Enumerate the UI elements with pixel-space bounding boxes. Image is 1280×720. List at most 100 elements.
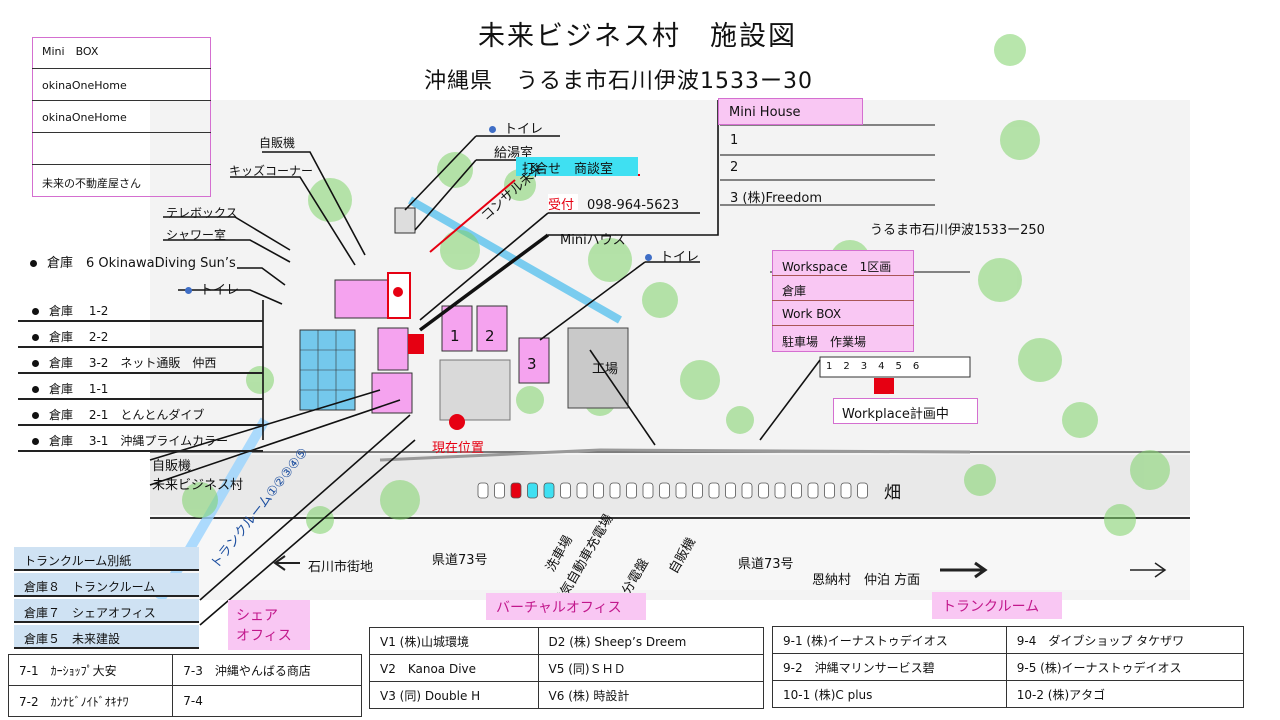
field-label: 畑 bbox=[884, 483, 901, 503]
workplace-plan-label: Workplace計画中 bbox=[833, 398, 978, 424]
minihouse-label: Miniハウス bbox=[560, 233, 626, 248]
warehouse-row: 倉庫 3-2 ネット通販 仲西 bbox=[18, 348, 263, 374]
mini-house-numbers: 1 bbox=[450, 327, 460, 345]
parking-car bbox=[642, 482, 654, 499]
workspace-item: Work BOX bbox=[782, 307, 842, 321]
tree-shape bbox=[1130, 450, 1170, 490]
trunk-box-row: 倉庫５ 未来建設 bbox=[14, 625, 199, 649]
kids-corner-label: キッズコーナー bbox=[229, 164, 314, 178]
parking-car bbox=[560, 482, 571, 499]
parking-car bbox=[824, 482, 835, 499]
tree-shape bbox=[380, 480, 420, 520]
parking-car bbox=[576, 482, 588, 499]
route73-right-label: 県道73号 bbox=[738, 557, 794, 572]
mini-house-header: Mini House bbox=[718, 98, 863, 125]
route73-left-label: 県道73号 bbox=[432, 553, 488, 568]
reception-label: 受付 098-964-5623 bbox=[548, 198, 680, 213]
onna-direction-label: 恩納村 仲泊 方面 bbox=[812, 573, 921, 588]
vending-machine-bottom-label: 自販機 bbox=[152, 459, 192, 474]
warehouse-row: 倉庫 2-2 bbox=[18, 322, 263, 348]
mirai-village-label: 未来ビジネス村 bbox=[152, 478, 244, 493]
mini-box-item: Mini BOX bbox=[32, 37, 211, 69]
warehouse-row: 倉庫 3-1 沖縄プライムカラー bbox=[18, 426, 263, 452]
tree-shape bbox=[994, 34, 1026, 66]
parking-car bbox=[791, 482, 802, 499]
toilet-top-label: トイレ bbox=[489, 118, 543, 137]
tree-shape bbox=[1000, 120, 1040, 160]
tree-shape bbox=[182, 482, 218, 518]
workspace-item: 倉庫 bbox=[782, 284, 807, 298]
tree-shape bbox=[504, 169, 536, 201]
warehouse-row: 倉庫 1-2 bbox=[18, 296, 263, 322]
workspace-item: 駐車場 作業場 bbox=[782, 335, 867, 349]
ishikawa-label: 石川市街地 bbox=[308, 560, 374, 575]
tree-shape bbox=[1018, 338, 1062, 382]
tree-shape bbox=[437, 152, 473, 188]
parking-car bbox=[593, 482, 604, 499]
parking-car bbox=[609, 482, 621, 499]
toilet-mid-label: トイレ bbox=[645, 246, 699, 265]
trunk-box-row: トランクルーム別紙 bbox=[14, 547, 199, 571]
share-office-label: シェアオフィス bbox=[228, 600, 310, 650]
parking-car bbox=[758, 482, 769, 499]
parking-car bbox=[708, 482, 720, 499]
tree-shape bbox=[1062, 402, 1098, 438]
shower-room-label: シャワー室 bbox=[166, 228, 227, 242]
parking-car bbox=[807, 482, 819, 499]
mini-box-list bbox=[32, 37, 211, 197]
mini-house-numbers: 3 bbox=[527, 355, 537, 373]
mini-house-row: 2 bbox=[730, 160, 739, 175]
reception-word: 受付 bbox=[548, 194, 578, 213]
mini-house-row: 3 (株)Freedom bbox=[730, 191, 823, 206]
tree-shape bbox=[516, 386, 544, 414]
mini-house-numbers: 2 bbox=[485, 327, 495, 345]
parking-car bbox=[510, 482, 522, 499]
warehouse-6-label: 倉庫 6 OkinawaDiving Sun’s bbox=[30, 252, 236, 271]
workspace-item: Workspace 1区画 bbox=[782, 260, 892, 274]
parking-car bbox=[857, 482, 868, 499]
parking-car bbox=[494, 482, 505, 499]
tree-shape bbox=[680, 360, 720, 400]
parking-car bbox=[725, 482, 736, 499]
parking-car bbox=[675, 482, 687, 499]
vending-machine-top-label: 自販機 bbox=[259, 136, 296, 150]
current-location-label: 現在位置 bbox=[432, 441, 485, 456]
mini-box-item: 未来の不動産屋さん bbox=[42, 177, 141, 190]
warehouse-row: 倉庫 1-1 bbox=[18, 374, 263, 400]
warehouse-row: 倉庫 2-1 とんとんダイブ bbox=[18, 400, 263, 426]
parking-car bbox=[527, 482, 538, 499]
tree-shape bbox=[642, 282, 678, 318]
address: 沖縄県 うるま市石川伊波1533ー30 bbox=[424, 69, 813, 94]
telebox-label: テレボックス bbox=[166, 206, 238, 220]
parking-car bbox=[840, 482, 852, 499]
tree-shape bbox=[588, 238, 632, 282]
tree-shape bbox=[978, 258, 1022, 302]
tree-shape bbox=[964, 464, 996, 496]
toilet-left-label: トイレ bbox=[185, 279, 239, 298]
tree-shape bbox=[440, 230, 480, 270]
workplace-numbers: 123456 bbox=[826, 361, 931, 372]
trunk-box-row: 倉庫８ トランクルーム bbox=[14, 573, 199, 597]
mini-house-row: 1 bbox=[730, 133, 739, 148]
parking-car bbox=[692, 482, 703, 499]
meeting-room-label: 打合せ 商談室 bbox=[516, 157, 638, 177]
mini-box-item bbox=[32, 133, 211, 165]
factory-label: 工場 bbox=[592, 362, 619, 377]
workspace-box bbox=[772, 250, 914, 352]
virtual-office-section: バーチャルオフィス bbox=[486, 593, 646, 620]
mini-box-item: okinaOneHome bbox=[32, 69, 211, 101]
tree-shape bbox=[726, 406, 754, 434]
parking-car bbox=[741, 482, 753, 499]
trunk-box-row: 倉庫７ シェアオフィス bbox=[14, 599, 199, 623]
